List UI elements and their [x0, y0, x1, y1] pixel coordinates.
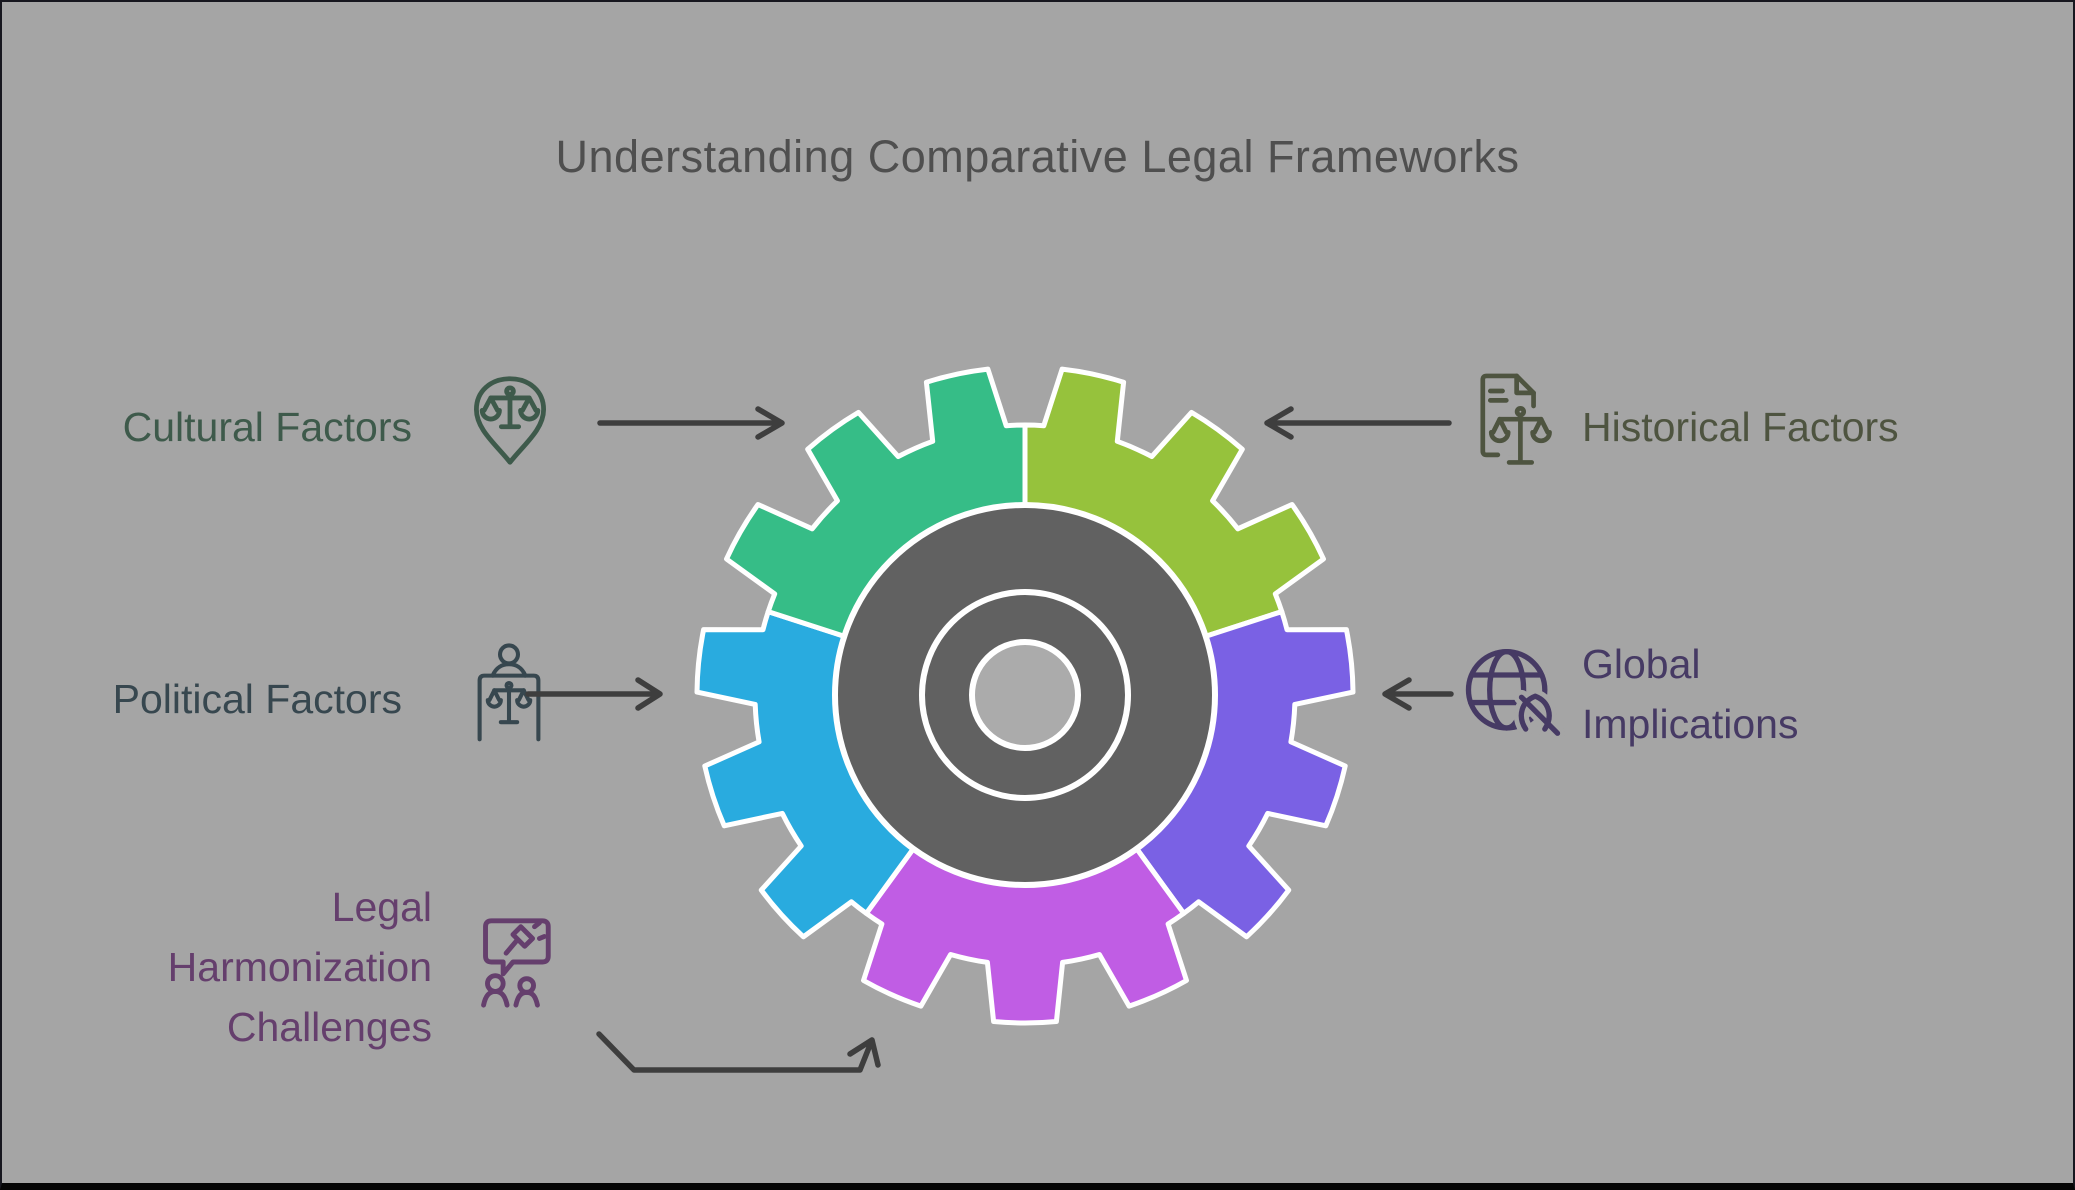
gear-hub-ring: [919, 589, 1131, 801]
judge-bench-scale-icon: [468, 643, 550, 745]
document-scale-icon: [1464, 370, 1558, 474]
label-historical-factors: Historical Factors: [1582, 404, 1899, 450]
label-legal-harmonization-challenges: Legal Harmonization Challenges: [167, 884, 432, 1050]
globe-gavel-icon: [1460, 640, 1566, 746]
label-cultural-factors: Cultural Factors: [122, 404, 412, 450]
label-global-implications: Global Implications: [1582, 641, 1799, 747]
arrow-legal-to-gear: [596, 1031, 881, 1073]
speech-gavel-people-icon: [462, 910, 560, 1014]
arrow-historical-to-gear: [1264, 406, 1452, 440]
arrow-political-to-gear: [525, 677, 663, 711]
arrow-global-to-gear: [1382, 677, 1454, 711]
page-title: Understanding Comparative Legal Framewor…: [555, 131, 1520, 182]
arrow-cultural-to-gear: [597, 406, 785, 440]
label-political-factors: Political Factors: [112, 676, 402, 722]
gear-hub-center: [969, 639, 1081, 751]
scale-map-pin-icon: [462, 372, 558, 468]
gear-graphic: [694, 366, 1356, 1026]
